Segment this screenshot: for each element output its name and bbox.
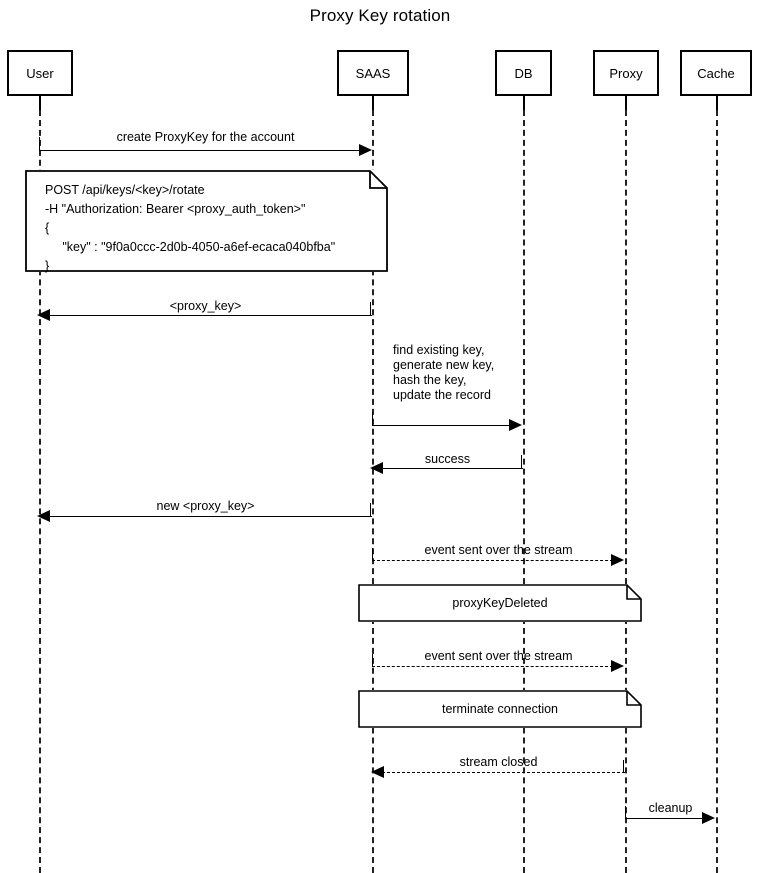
lifeline-stub-proxy: [625, 96, 627, 110]
lifeline-user: [39, 110, 41, 873]
message-line-event-stream-1: [372, 560, 613, 561]
message-label-event-stream-2: event sent over the stream: [424, 649, 573, 663]
participant-label-user: User: [26, 65, 54, 81]
lifeline-proxy: [625, 110, 627, 873]
lifeline-stub-cache: [716, 96, 718, 110]
note-request-shape: [25, 170, 388, 272]
message-label-cleanup: cleanup: [648, 801, 693, 815]
lifeline-stub-db: [523, 96, 525, 110]
lifeline-db: [523, 110, 525, 873]
message-line-saas-db-update: [372, 425, 511, 426]
message-arrowhead-saas-db-update: [509, 419, 522, 431]
message-line-stream-closed: [382, 772, 625, 773]
note-proxy-key-deleted-shape: [358, 584, 642, 622]
participant-box-db[interactable]: DB: [495, 50, 552, 96]
lifeline-stub-saas: [372, 96, 374, 110]
message-line-db-success: [381, 468, 523, 469]
message-arrowhead-stream-closed: [371, 766, 384, 778]
page-title: Proxy Key rotation: [309, 6, 451, 25]
lifeline-cache: [716, 110, 718, 873]
note-request-text: POST /api/keys/<key>/rotate -H "Authoriz…: [45, 183, 336, 273]
message-line-return-proxy-key: [48, 315, 372, 316]
message-tick-cleanup-start: [625, 806, 626, 819]
lifeline-stub-user: [39, 96, 41, 110]
message-tick-event-stream-1-start: [372, 548, 373, 561]
message-tick-saas-db-update-start: [372, 412, 373, 426]
message-line-cleanup: [625, 818, 704, 819]
message-arrowhead-event-stream-2: [611, 660, 624, 672]
message-line-create-proxykey: [39, 150, 361, 151]
note-proxy-key-deleted-text: proxyKeyDeleted: [452, 596, 548, 610]
participant-label-saas: SAAS: [355, 65, 391, 81]
note-request: POST /api/keys/<key>/rotate -H "Authoriz…: [25, 170, 388, 273]
participant-label-proxy: Proxy: [609, 65, 643, 81]
participant-label-cache: Cache: [697, 65, 735, 81]
message-line-return-new-proxy-key: [48, 516, 372, 517]
message-label-create-proxykey: create ProxyKey for the account: [116, 130, 295, 144]
message-tick-stream-closed-start: [623, 760, 624, 773]
message-arrowhead-return-proxy-key: [37, 309, 50, 321]
message-tick-db-success-start: [521, 455, 522, 469]
message-label-return-new-proxy-key: new <proxy_key>: [156, 499, 255, 513]
note-proxy-key-deleted: proxyKeyDeleted: [358, 584, 642, 622]
note-terminate-connection: terminate connection: [358, 690, 642, 728]
participant-box-user[interactable]: User: [7, 50, 73, 96]
message-tick-return-new-proxy-key-start: [370, 503, 371, 517]
message-tick-return-proxy-key-start: [370, 302, 371, 316]
message-arrowhead-return-new-proxy-key: [37, 510, 50, 522]
message-line-event-stream-2: [372, 666, 613, 667]
message-tick-event-stream-2-start: [372, 654, 373, 667]
participant-label-db: DB: [514, 65, 533, 81]
note-terminate-connection-shape: [358, 690, 642, 728]
message-arrowhead-db-success: [370, 462, 383, 474]
message-label-stream-closed: stream closed: [459, 755, 538, 769]
message-arrowhead-create-proxykey: [359, 144, 372, 156]
message-arrowhead-cleanup: [702, 812, 715, 824]
participant-box-cache[interactable]: Cache: [680, 50, 752, 96]
participant-box-proxy[interactable]: Proxy: [593, 50, 659, 96]
message-label-saas-db-update: find existing key, generate new key, has…: [393, 343, 495, 402]
message-label-event-stream-1: event sent over the stream: [424, 543, 573, 557]
message-label-return-proxy-key: <proxy_key>: [169, 299, 242, 313]
participant-box-saas[interactable]: SAAS: [337, 50, 409, 96]
note-terminate-connection-text: terminate connection: [441, 702, 559, 716]
message-tick-create-proxykey-start: [39, 137, 40, 151]
message-label-db-success: success: [424, 452, 471, 466]
lifeline-saas: [372, 110, 374, 873]
message-arrowhead-event-stream-1: [611, 554, 624, 566]
